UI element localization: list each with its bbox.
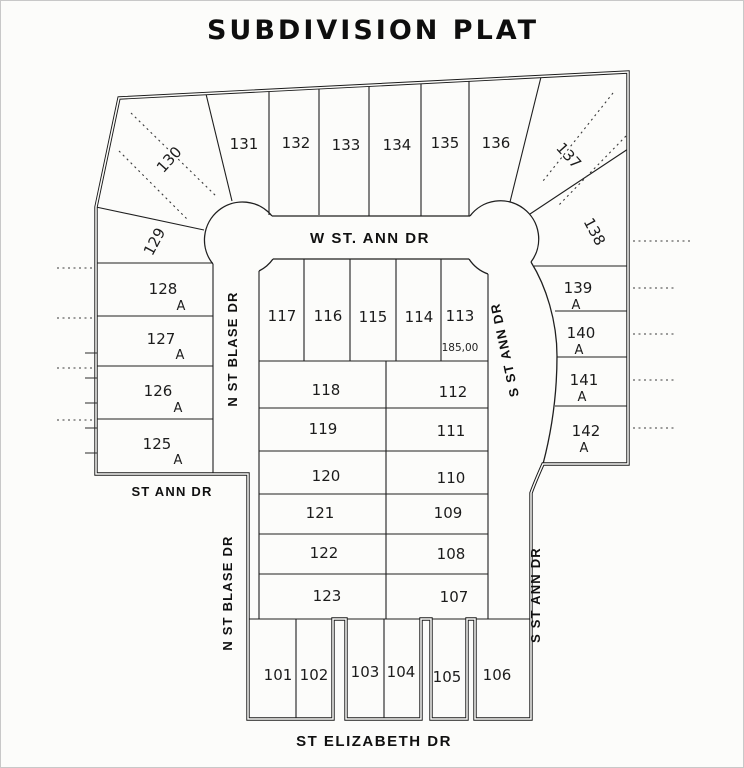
lot-121-label: 121 — [306, 504, 335, 522]
lot-141-label: 141 — [570, 371, 599, 389]
lot-103-label: 103 — [351, 663, 380, 681]
lot-lines-center — [248, 259, 531, 620]
lot-lines-top — [205, 76, 629, 216]
s-st-ann-curve — [530, 261, 558, 465]
lot-lines-bottom — [295, 619, 385, 719]
lot-125-suffix: A — [174, 453, 183, 468]
lot-113-dimension: 185,00 — [442, 342, 479, 354]
lot-140-label: 140 — [567, 324, 596, 342]
street-n-st-blase-upper-label: N ST BLASE DR — [225, 291, 240, 406]
lot-135-label: 135 — [431, 134, 460, 152]
lot-lines-left — [95, 206, 214, 474]
lot-134-label: 134 — [383, 136, 412, 154]
lot-123-label: 123 — [313, 587, 342, 605]
lot-126-label: 126 — [144, 382, 173, 400]
lot-116-label: 116 — [314, 307, 343, 325]
lot-122-label: 122 — [310, 544, 339, 562]
street-n-st-blase-lower-label: N ST BLASE DR — [220, 535, 235, 650]
lot-141-suffix: A — [578, 390, 587, 405]
plat-boundary-outer — [94, 70, 630, 721]
street-st-elizabeth-label: ST ELIZABETH DR — [296, 733, 452, 750]
lot-142-suffix: A — [580, 441, 589, 456]
lot-125-label: 125 — [143, 435, 172, 453]
lot-133-label: 133 — [332, 136, 361, 154]
street-w-st-ann-label: W ST. ANN DR — [310, 230, 430, 247]
lot-102-label: 102 — [300, 666, 329, 684]
lot-108-label: 108 — [437, 545, 466, 563]
dashed-top-left-diagonals — [118, 112, 218, 220]
lot-lines-right — [534, 265, 628, 407]
lot-106-label: 106 — [483, 666, 512, 684]
plat-boundary-core — [95, 71, 629, 720]
edge-tick-marks — [85, 352, 97, 454]
lot-130-label: 130 — [153, 143, 186, 176]
lot-105-label: 105 — [433, 668, 462, 686]
lot-117-label: 117 — [268, 307, 297, 325]
street-s-st-ann-lower-label: S ST ANN DR — [528, 547, 543, 643]
lot-107-label: 107 — [440, 588, 469, 606]
lot-114-label: 114 — [405, 308, 434, 326]
lot-131-label: 131 — [230, 135, 259, 153]
lot-128-label: 128 — [149, 280, 178, 298]
lot-139-suffix: A — [572, 298, 581, 313]
lot-109-label: 109 — [434, 504, 463, 522]
plat-boundary — [94, 70, 630, 721]
lot-128-suffix: A — [177, 299, 186, 314]
lot-118-label: 118 — [312, 381, 341, 399]
lot-lines — [95, 76, 629, 719]
lot-127-label: 127 — [147, 330, 176, 348]
lot-119-label: 119 — [309, 420, 338, 438]
lot-142-label: 142 — [572, 422, 601, 440]
lot-126-suffix: A — [174, 401, 183, 416]
page-title: SUBDIVISION PLAT — [207, 15, 539, 46]
survey-dashed-lines — [57, 92, 693, 429]
street-s-st-ann-upper-label: S ST ANN DR — [487, 302, 522, 399]
lot-139-label: 139 — [564, 279, 593, 297]
block-corner-right-arc — [468, 258, 489, 275]
street-st-ann-label: ST ANN DR — [131, 484, 212, 499]
dashed-top-right-diagonals — [542, 92, 627, 208]
left-edge-ticks — [85, 352, 97, 454]
right-bulb-arc — [469, 200, 540, 263]
lot-112-label: 112 — [439, 383, 468, 401]
lot-140-suffix: A — [575, 343, 584, 358]
lot-132-label: 132 — [282, 134, 311, 152]
lot-115-label: 115 — [359, 308, 388, 326]
lot-136-label: 136 — [482, 134, 511, 152]
block-corner-left-arc — [258, 258, 274, 272]
lot-101-label: 101 — [264, 666, 293, 684]
left-bulb-arc — [203, 201, 273, 265]
lot-129-label: 129 — [140, 225, 169, 259]
lot-111-label: 111 — [437, 422, 466, 440]
street-outline — [203, 200, 558, 465]
dashed-left-extensions — [57, 267, 94, 421]
lot-127-suffix: A — [176, 348, 185, 363]
lot-138-label: 138 — [580, 215, 609, 249]
lot-113-label: 113 — [446, 307, 475, 325]
lot-104-label: 104 — [387, 663, 416, 681]
dashed-right-extensions — [633, 240, 693, 429]
lot-120-label: 120 — [312, 467, 341, 485]
lot-110-label: 110 — [437, 469, 466, 487]
lot-137-label: 137 — [552, 139, 585, 172]
